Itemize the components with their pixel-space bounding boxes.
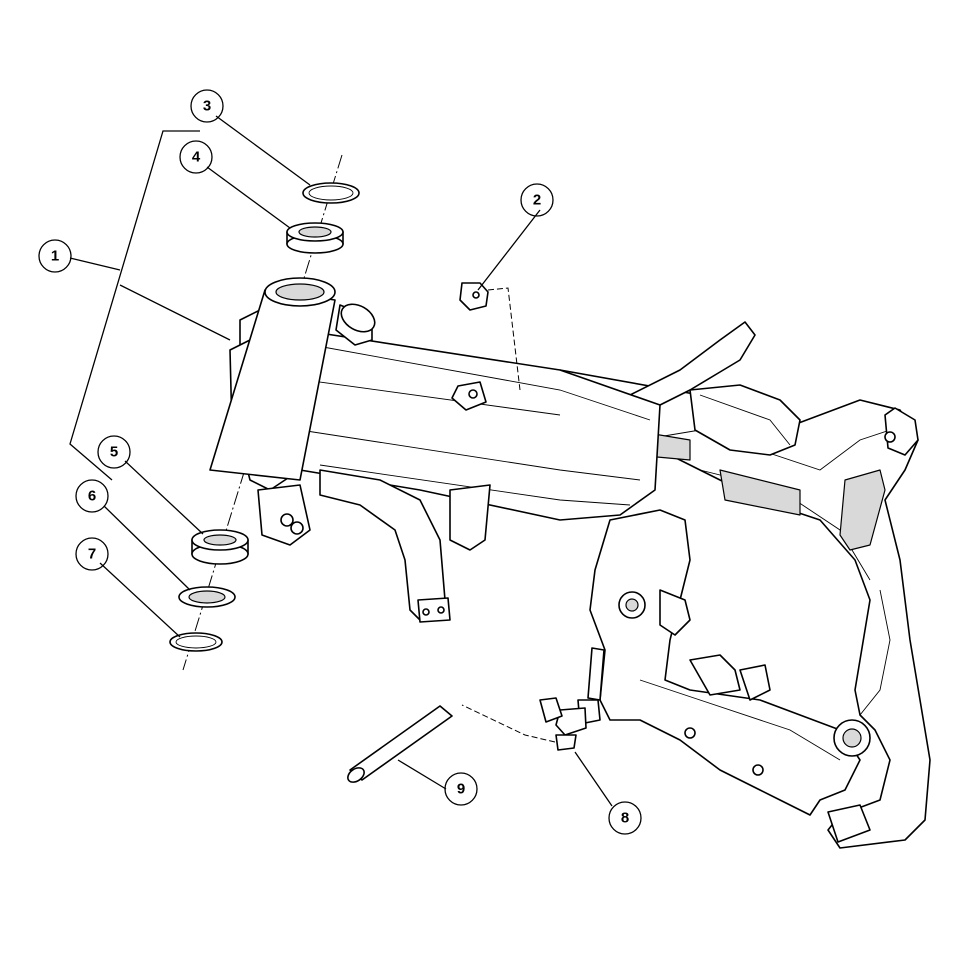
callout-4-label: 4 — [192, 149, 201, 166]
tube-part — [347, 705, 453, 783]
callout-2-label: 2 — [533, 192, 541, 209]
seal-lower-part — [178, 586, 236, 608]
frame-part — [209, 277, 931, 849]
callout-6-label: 6 — [88, 488, 96, 505]
callout-8-label: 8 — [621, 810, 629, 827]
clip-nut-part — [459, 282, 521, 391]
assembly-bracket — [69, 130, 200, 481]
callout-3-label: 3 — [203, 98, 211, 115]
callout-5: 5 — [97, 435, 131, 469]
callout-4: 4 — [179, 140, 213, 174]
bearing-upper-part — [286, 222, 344, 254]
callout-3: 3 — [190, 89, 224, 123]
leader-lines — [69, 115, 613, 807]
callout-9: 9 — [444, 772, 478, 806]
side-stand-switch-part — [461, 647, 605, 751]
callout-7: 7 — [75, 537, 109, 571]
callout-8: 8 — [608, 801, 642, 835]
callout-1-label: 1 — [51, 248, 59, 265]
bearing-lower-part — [191, 529, 249, 565]
callout-1: 1 — [38, 239, 72, 273]
callout-2: 2 — [520, 183, 554, 217]
callout-7-label: 7 — [88, 546, 96, 563]
callout-9-label: 9 — [457, 781, 465, 798]
callout-5-label: 5 — [110, 444, 118, 461]
callout-6: 6 — [75, 479, 109, 513]
